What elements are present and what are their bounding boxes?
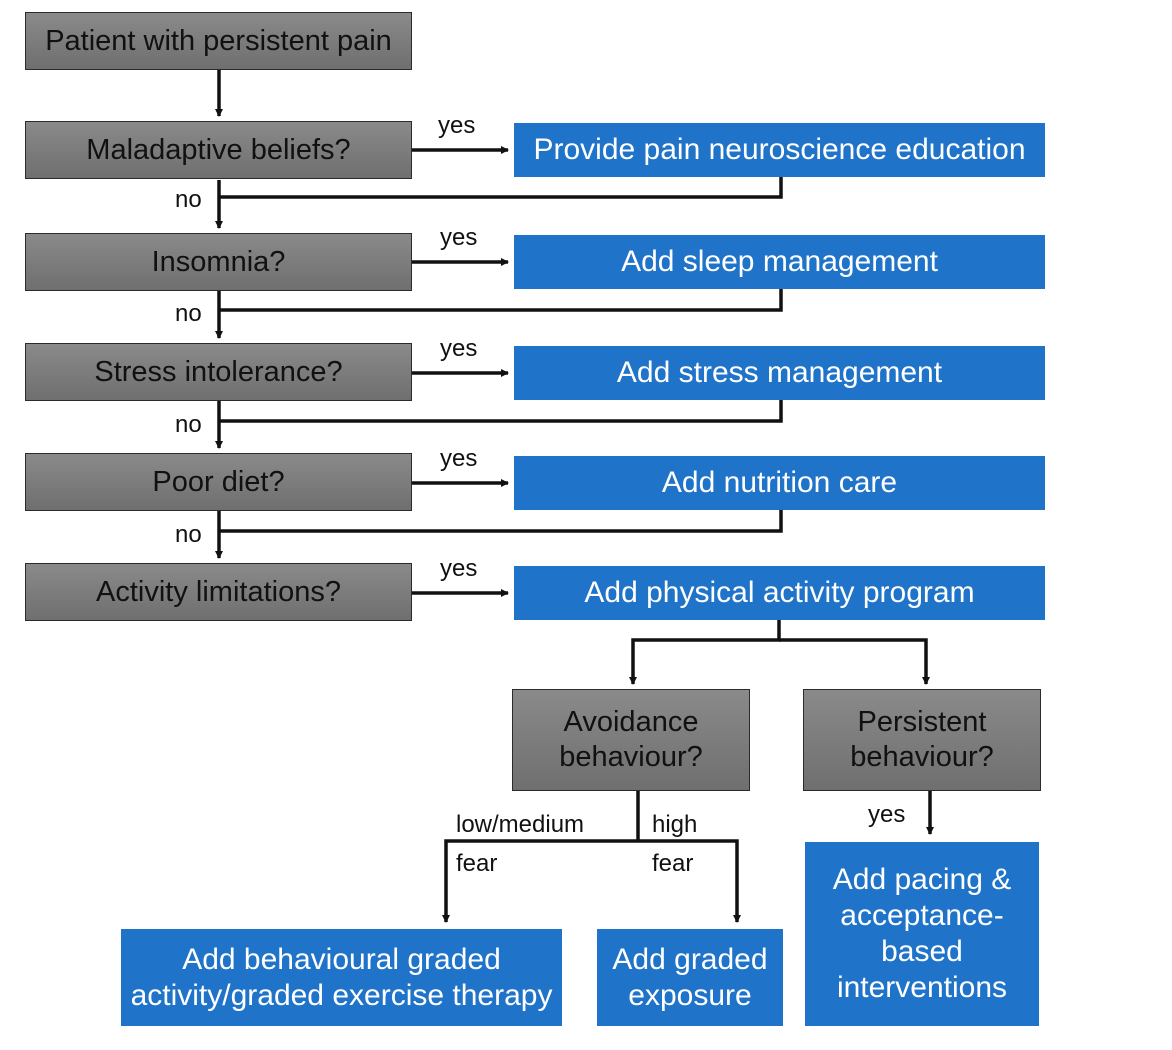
no-label: no — [175, 411, 202, 438]
outcome-graded-exposure: Add graded exposure — [597, 929, 783, 1026]
action-sleep-management: Add sleep management — [514, 235, 1045, 289]
yes-label: yes — [440, 335, 478, 362]
no-label: no — [175, 300, 202, 327]
action-nutrition-care: Add nutrition care — [514, 456, 1045, 510]
start-label: Patient with persistent pain — [45, 24, 392, 57]
question-avoidance-behaviour: Avoidance behaviour? — [512, 689, 750, 791]
question-label: Activity limitations? — [96, 575, 341, 608]
question-label-line1: Avoidance — [563, 706, 699, 739]
action-label: Provide pain neuroscience education — [533, 133, 1026, 166]
action-pain-neuroscience-education: Provide pain neuroscience education — [514, 123, 1045, 177]
question-label-line2: behaviour? — [559, 741, 703, 773]
outcome-label-line1: Add pacing & — [832, 863, 1012, 896]
action-label: Add stress management — [616, 356, 943, 389]
question-insomnia: Insomnia? — [25, 233, 412, 291]
outcome-label-line4: interventions — [836, 971, 1008, 1004]
high-label: high — [652, 811, 698, 838]
outcome-label-line2: activity/graded exercise therapy — [130, 978, 553, 1012]
outcome-label-line1: Add behavioural graded — [182, 942, 501, 976]
yes-label: yes — [440, 555, 478, 582]
yes-label: yes — [438, 112, 476, 139]
question-poor-diet: Poor diet? — [25, 453, 412, 511]
question-label-line1: Persistent — [857, 706, 987, 739]
fear-label: fear — [456, 850, 498, 877]
outcome-graded-activity-exercise: Add behavioural graded activity/graded e… — [121, 929, 562, 1026]
yes-label: yes — [440, 224, 478, 251]
action-label: Add sleep management — [621, 245, 938, 278]
outcome-pacing-acceptance: Add pacing & acceptance- based intervent… — [805, 842, 1039, 1026]
action-label: Add nutrition care — [661, 466, 898, 499]
question-activity-limitations: Activity limitations? — [25, 563, 412, 621]
yes-label: yes — [440, 445, 478, 472]
outcome-label-line1: Add graded — [612, 942, 768, 976]
low-medium-label: low/medium — [456, 811, 585, 838]
action-stress-management: Add stress management — [514, 346, 1045, 400]
question-maladaptive-beliefs: Maladaptive beliefs? — [25, 121, 412, 179]
question-label-line2: behaviour? — [850, 741, 994, 773]
outcome-label-line2: exposure — [628, 978, 752, 1012]
start-box: Patient with persistent pain — [25, 12, 412, 70]
action-label: Add physical activity program — [584, 576, 975, 609]
action-physical-activity-program: Add physical activity program — [514, 566, 1045, 620]
outcome-label-line2: acceptance- — [840, 899, 1004, 932]
fear-label: fear — [652, 850, 694, 877]
question-persistent-behaviour: Persistent behaviour? — [803, 689, 1041, 791]
outcome-label-line3: based — [881, 935, 963, 968]
question-stress-intolerance: Stress intolerance? — [25, 343, 412, 401]
yes-label: yes — [868, 801, 906, 828]
no-label: no — [175, 521, 202, 548]
no-label: no — [175, 186, 202, 213]
question-label: Insomnia? — [151, 245, 286, 278]
question-label: Stress intolerance? — [94, 355, 343, 388]
question-label: Maladaptive beliefs? — [86, 133, 351, 166]
question-label: Poor diet? — [152, 465, 285, 498]
